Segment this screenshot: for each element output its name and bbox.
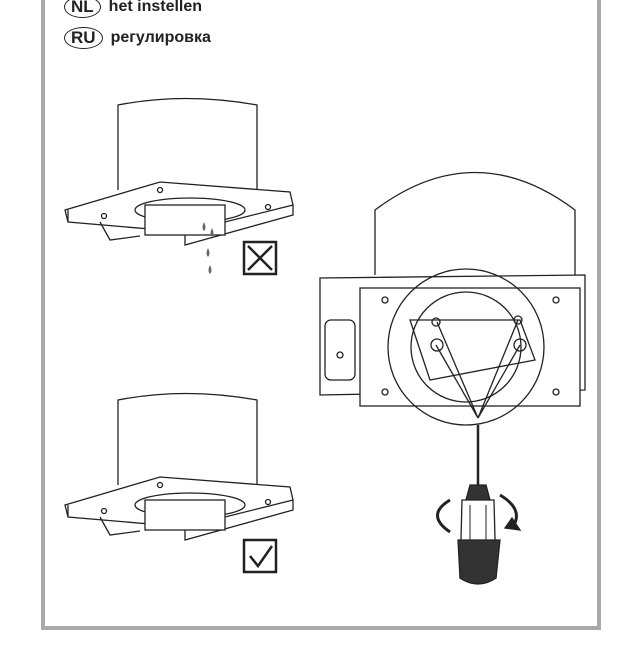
lamp-leaking-illustration — [64, 97, 294, 274]
lamp-adjustment-illustration — [319, 171, 586, 426]
page-frame — [41, 0, 601, 630]
language-row-ru: RU регулировка — [64, 27, 211, 49]
lamp-correct-illustration — [64, 392, 294, 541]
rotate-arrow-icon — [436, 493, 522, 534]
check-box-icon — [242, 538, 278, 574]
language-label: регулировка — [110, 29, 211, 46]
water-drops-icon — [202, 222, 214, 274]
language-code-badge: NL — [64, 0, 101, 18]
cross-box-icon — [242, 240, 278, 276]
screwdriver-icon — [436, 425, 522, 585]
language-row-nl: NL het instellen — [64, 0, 202, 18]
language-code-badge: RU — [64, 27, 103, 49]
language-label: het instellen — [108, 0, 203, 15]
